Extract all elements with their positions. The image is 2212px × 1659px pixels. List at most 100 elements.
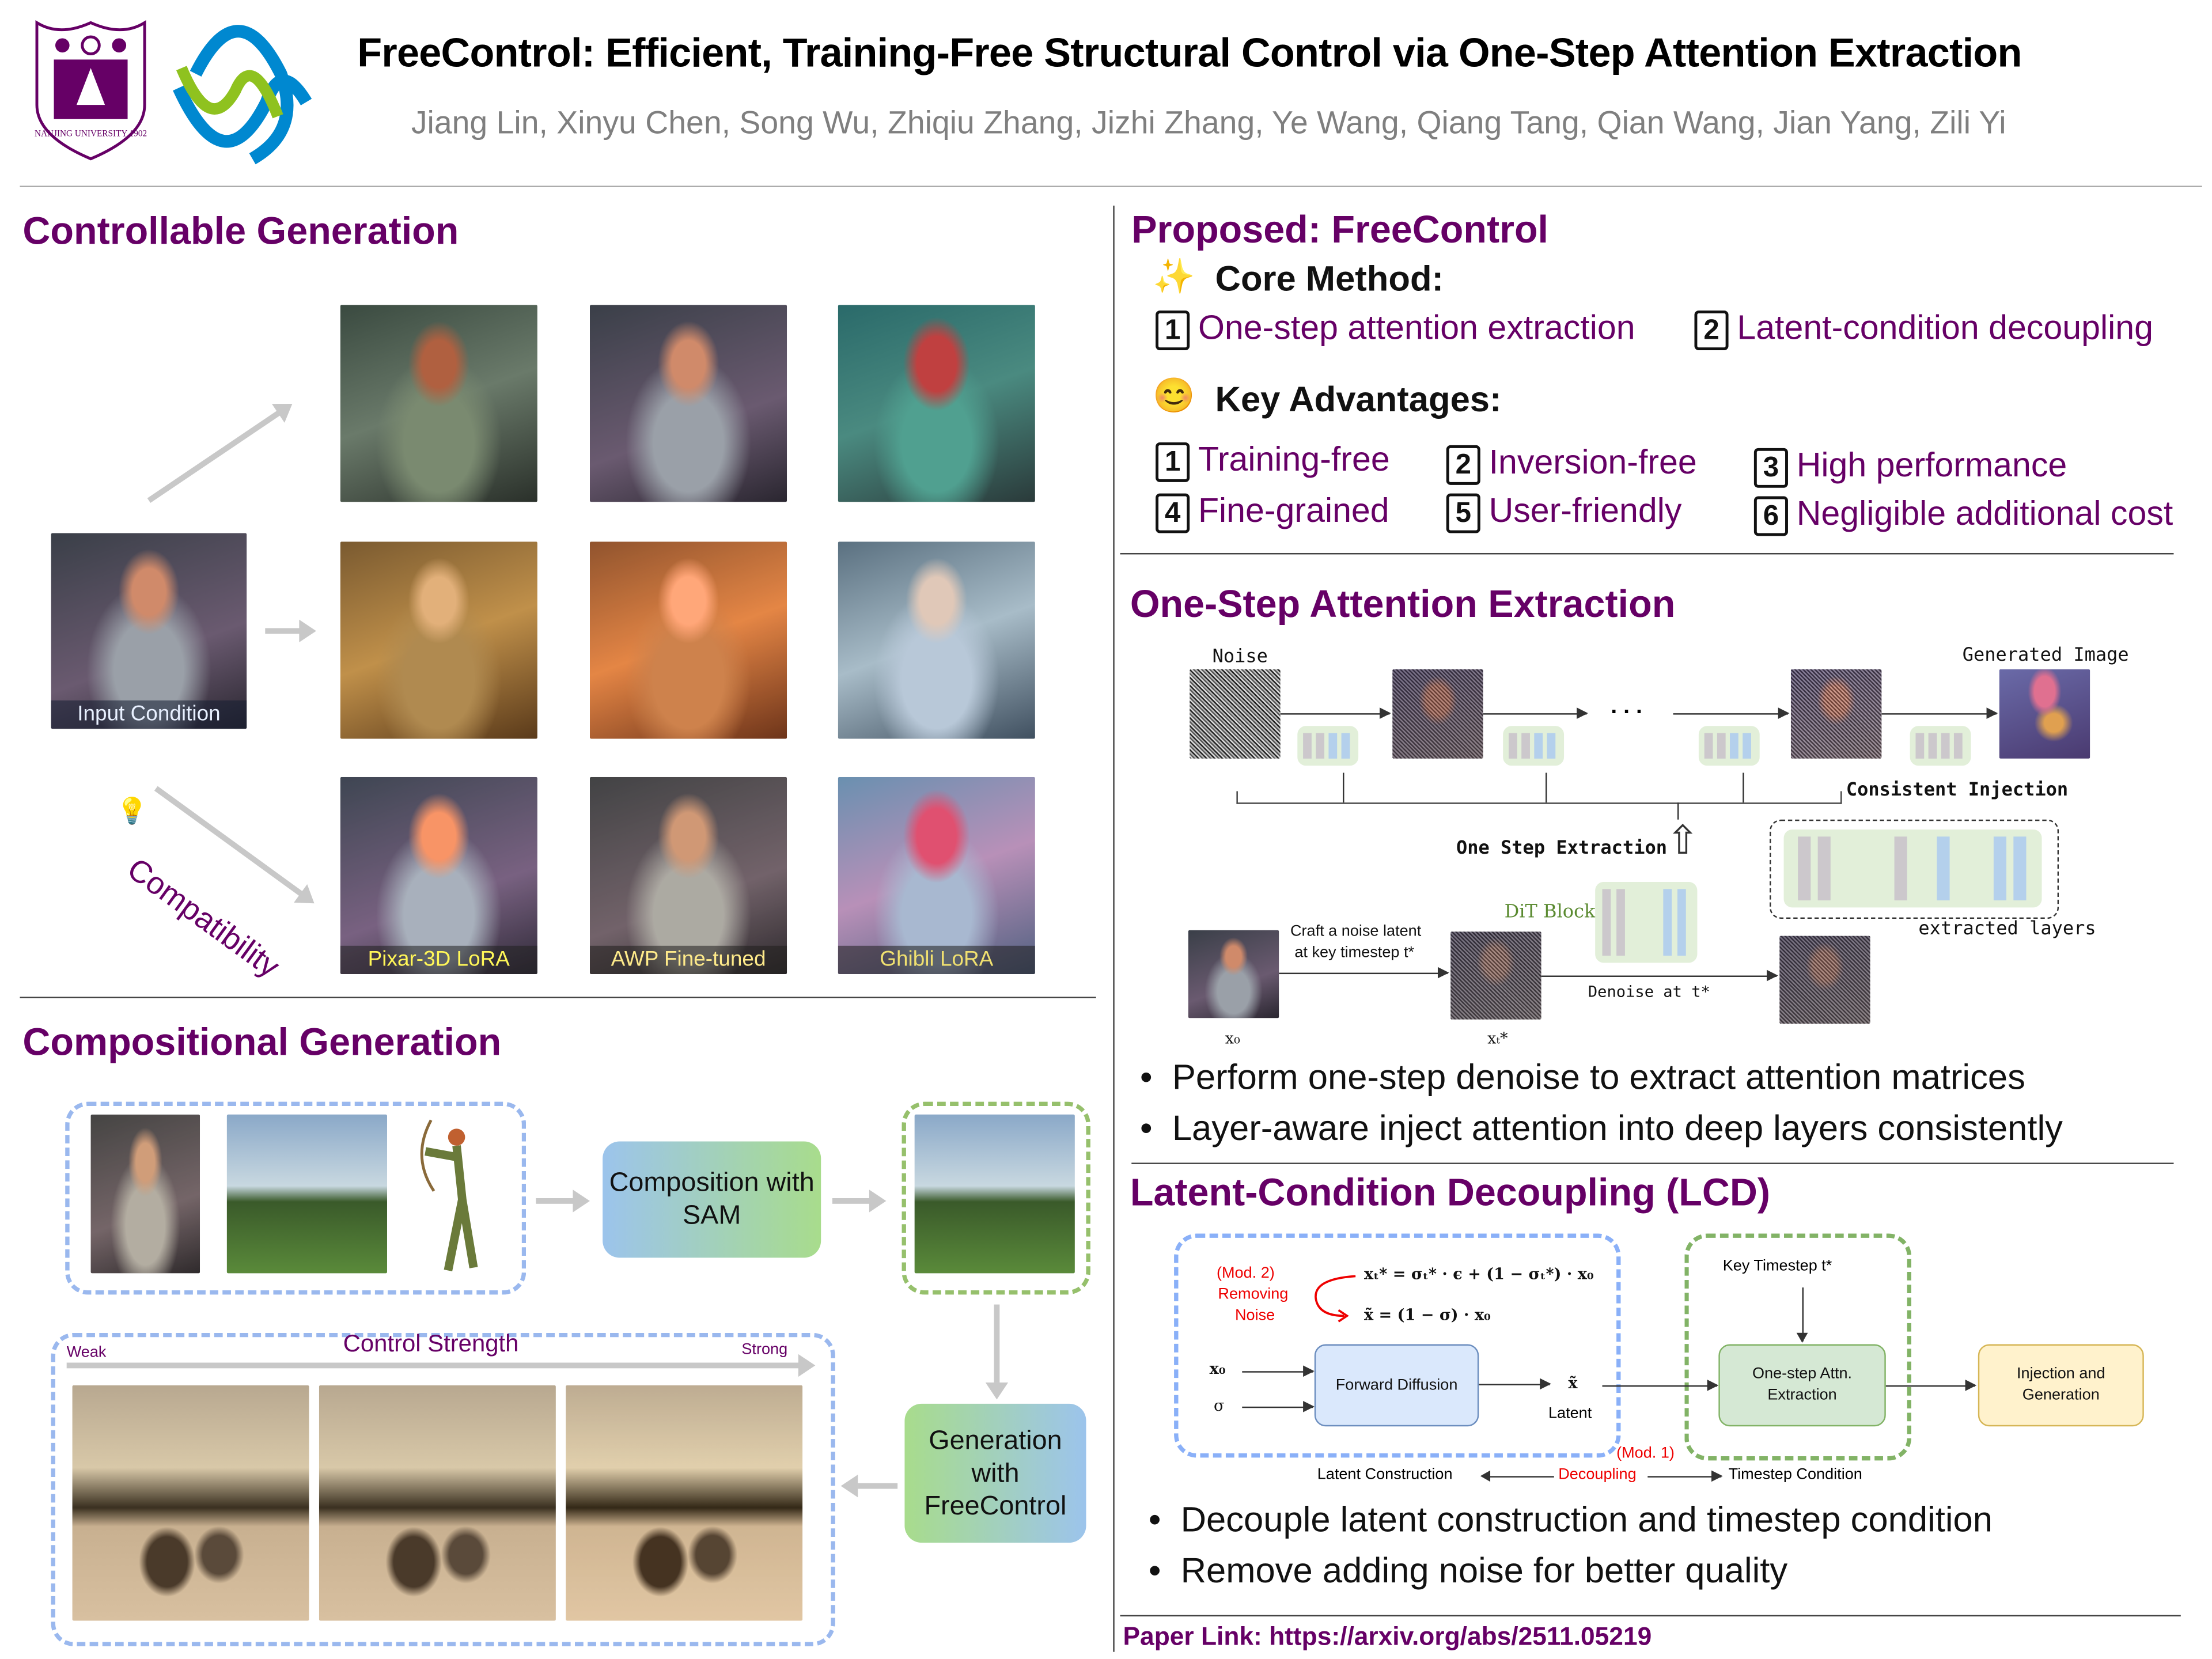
arrow-left: [1483, 1476, 1554, 1478]
input-condition-image: Input Condition: [51, 533, 247, 729]
noise-label: Noise: [1234, 1307, 1275, 1325]
denoised-image: [1779, 935, 1870, 1024]
arrow-head: [1796, 1332, 1808, 1343]
injection-bracket: [1236, 791, 1842, 804]
arrow-right: [265, 619, 316, 643]
pixar-label: Pixar-3D LoRA: [340, 945, 537, 975]
lcd-title: Latent-Condition Decoupling (LCD): [1130, 1171, 1770, 1214]
proposed-title: Proposed: FreeControl: [1131, 208, 1549, 251]
curved-arrow-icon: [1315, 1275, 1356, 1323]
latent-construction-box: [1174, 1233, 1621, 1458]
column-divider: [1113, 205, 1115, 1652]
authors: Jiang Lin, Xinyu Chen, Song Wu, Zhiqiu Z…: [411, 105, 2006, 141]
lcd-bullet: • Decouple latent construction and times…: [1148, 1500, 1993, 1540]
arrow-left: [858, 1483, 898, 1489]
step-arrow: [1483, 707, 1588, 719]
removing-label: Removing: [1218, 1286, 1289, 1304]
advantage-label: Training-free: [1198, 441, 1390, 479]
header-divider: [20, 185, 2202, 187]
inject-tick: [1546, 772, 1547, 803]
lightbulb-icon: 💡: [116, 797, 149, 825]
input-elements-box: [65, 1101, 527, 1295]
step-arrow: [1280, 707, 1391, 719]
compatibility-label: Compatibility: [120, 850, 286, 984]
craft-label-2: at key timestep t*: [1294, 944, 1415, 961]
logo-text: NANJING UNIVERSITY 1902: [35, 128, 147, 138]
advantage-label: User-friendly: [1488, 492, 1682, 531]
input-condition-label: Input Condition: [51, 700, 247, 729]
bullet-text: Perform one-step denoise to extract atte…: [1172, 1058, 2025, 1098]
equation-1: xₜ* = σₜ* · ϵ + (1 − σₜ*) · x₀: [1363, 1264, 1594, 1283]
key-timestep-label: Key Timestep t*: [1722, 1257, 1832, 1275]
dit-block-mini: [1297, 726, 1359, 766]
x0-image: [1188, 930, 1279, 1018]
section-divider: [1120, 1615, 2181, 1617]
arrow-right: [536, 1190, 590, 1213]
arrow-left-head: [840, 1474, 858, 1498]
generated-image: [1999, 669, 2090, 759]
arrow: [1242, 1365, 1315, 1377]
knight-element-image: [90, 1114, 200, 1274]
x0-input: x₀: [1209, 1359, 1226, 1378]
result-image: [838, 541, 1035, 739]
result-image: [838, 305, 1035, 502]
noise-image: [1190, 669, 1281, 759]
arrow: [1602, 1380, 1719, 1391]
bullet-text: Layer-aware inject attention into deep l…: [1172, 1108, 2063, 1149]
arrow-down-head: [985, 1382, 1009, 1400]
forward-diffusion-box: Forward Diffusion: [1314, 1344, 1479, 1427]
sparkles-icon: ✨: [1153, 257, 1195, 297]
result-image: [589, 305, 787, 502]
smiley-icon: 😊: [1153, 377, 1195, 416]
dit-block-expanded: [1783, 829, 2042, 908]
awp-label: AWP Fine-tuned: [589, 945, 787, 975]
key-advantages-title: Key Advantages:: [1215, 380, 1502, 420]
result-image: [589, 541, 787, 739]
sigma-input: σ: [1214, 1396, 1225, 1415]
advantage-label: High performance: [1796, 446, 2067, 485]
ghibli-lora-image: Ghibli LoRA: [838, 777, 1035, 975]
denoise-arrow: [1541, 969, 1778, 982]
osae-bullet: • Layer-aware inject attention into deep…: [1140, 1108, 2063, 1149]
background-element-image: [226, 1114, 387, 1274]
latent-label: Latent: [1548, 1405, 1592, 1422]
consistent-injection-label: Consistent Injection: [1846, 779, 2069, 801]
equation-2: x̃ = (1 − σ) · x₀: [1363, 1306, 1491, 1325]
number-badge: 2: [1694, 310, 1729, 350]
xt-image: [1450, 931, 1541, 1020]
composed-box: [902, 1101, 1090, 1295]
number-badge: 1: [1156, 442, 1190, 482]
dit-block-mini: [1503, 726, 1565, 766]
arrow-right: [1647, 1470, 1723, 1482]
number-badge: 3: [1753, 447, 1788, 487]
strength-box: [51, 1332, 835, 1646]
step-arrow: [1881, 707, 1998, 719]
arrow-down: [994, 1304, 1000, 1382]
inject-tick: [1343, 772, 1344, 803]
strength-mid-image: [319, 1385, 556, 1621]
core-item-label: Latent-condition decoupling: [1737, 309, 2153, 348]
noisy-step-image: [1392, 669, 1483, 759]
controllable-title: Controllable Generation: [22, 210, 459, 253]
lcd-bullet: • Remove adding noise for better quality: [1148, 1551, 1788, 1591]
decoupling-label: Decoupling: [1558, 1466, 1637, 1483]
ghibli-label: Ghibli LoRA: [838, 945, 1035, 975]
noisy-step-image: [1790, 669, 1882, 759]
step-arrow: [1673, 707, 1790, 719]
arrow-right: [832, 1190, 887, 1213]
paper-link[interactable]: Paper Link: https://arxiv.org/abs/2511.0…: [1123, 1622, 1652, 1651]
xt-label: xₜ*: [1487, 1029, 1508, 1048]
one-step-attn-box: One-step Attn. Extraction: [1718, 1344, 1886, 1427]
dit-block: [1595, 882, 1698, 963]
generated-image-label: Generated Image: [1962, 645, 2129, 666]
generation-freecontrol-box: Generation with FreeControl: [904, 1403, 1086, 1543]
composition-sam-box: Composition with SAM: [603, 1141, 821, 1258]
bracket-stem: [1677, 802, 1679, 820]
